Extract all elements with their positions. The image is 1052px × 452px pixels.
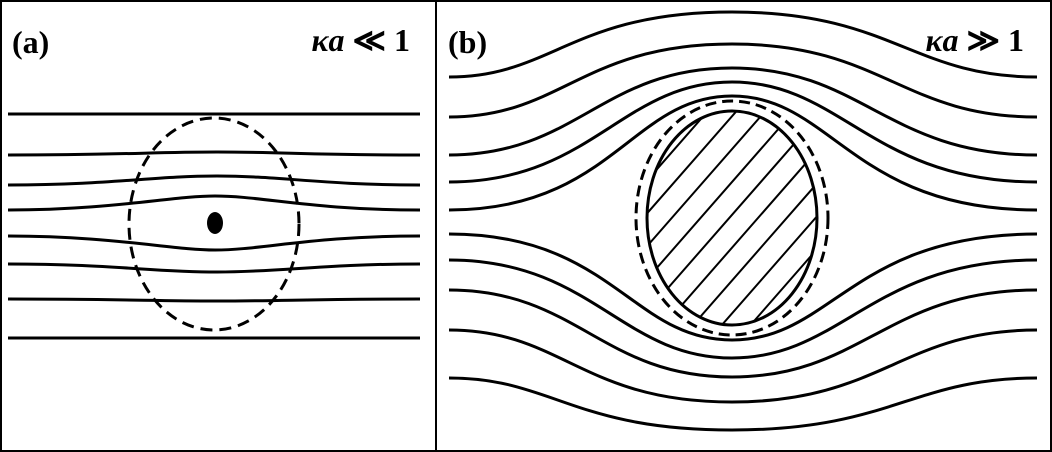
panel-divider: [435, 2, 437, 450]
panel-b-label: (b): [448, 24, 488, 60]
streamline: [448, 42, 1038, 119]
streamline: [7, 262, 421, 274]
dashed-boundary: [634, 99, 830, 337]
particle: [645, 109, 819, 327]
streamline: [448, 232, 1038, 342]
panel-a-ka-label: κa ≪ 1: [312, 24, 410, 56]
streamline: [7, 234, 421, 252]
panel-a-ka-relation: ≪ 1: [352, 22, 411, 58]
panel-b-diagram: [448, 10, 1038, 432]
streamline: [7, 297, 421, 303]
streamline: [448, 376, 1038, 432]
panel-b-ka-label: κa ≫ 1: [926, 24, 1024, 56]
streamline: [448, 328, 1038, 404]
streamline: [448, 80, 1038, 184]
panel-b-ka-symbol: κa: [925, 22, 959, 58]
streamline: [448, 66, 1038, 157]
panel-a-diagram: [7, 112, 421, 340]
streamline: [448, 288, 1038, 379]
streamline: [7, 194, 421, 212]
particle-hatching: [647, 111, 817, 325]
panel-b-ka-relation: ≫ 1: [966, 22, 1025, 58]
dashed-boundary: [127, 116, 301, 332]
streamline: [448, 10, 1038, 79]
streamline: [448, 94, 1038, 212]
streamline: [7, 150, 421, 157]
panel-a-label: (a): [12, 24, 50, 60]
streamline: [7, 174, 421, 187]
particle: [207, 212, 223, 234]
streamline: [448, 258, 1038, 360]
panel-a-ka-symbol: κa: [311, 22, 345, 58]
